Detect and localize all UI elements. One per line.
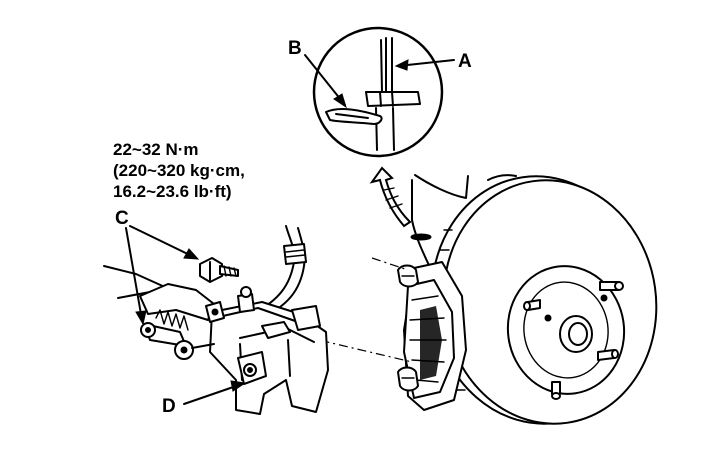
label-b: B — [288, 38, 302, 59]
leader-d — [183, 380, 247, 405]
torque-spec: 22~32 N·m (220~320 kg·cm, 16.2~23.6 lb·f… — [113, 139, 245, 202]
label-c: C — [115, 208, 129, 229]
alignment-line-upper — [371, 257, 409, 271]
torque-spec-line1: 22~32 N·m — [113, 140, 199, 159]
pads-and-bracket — [397, 261, 467, 411]
label-a: A — [458, 51, 472, 72]
brake-hose — [255, 225, 307, 319]
caliper-body — [209, 286, 329, 415]
install-direction-arrow — [369, 166, 412, 228]
label-d: D — [162, 396, 176, 417]
parking-brake-lever — [103, 265, 225, 360]
detail-inset — [304, 26, 455, 158]
caliper-bolt-upper — [199, 257, 239, 283]
leader-c — [125, 225, 200, 326]
torque-spec-line2: (220~320 kg·cm, — [113, 161, 245, 180]
torque-spec-line3: 16.2~23.6 lb·ft) — [113, 182, 232, 201]
brake-disc — [430, 175, 658, 425]
